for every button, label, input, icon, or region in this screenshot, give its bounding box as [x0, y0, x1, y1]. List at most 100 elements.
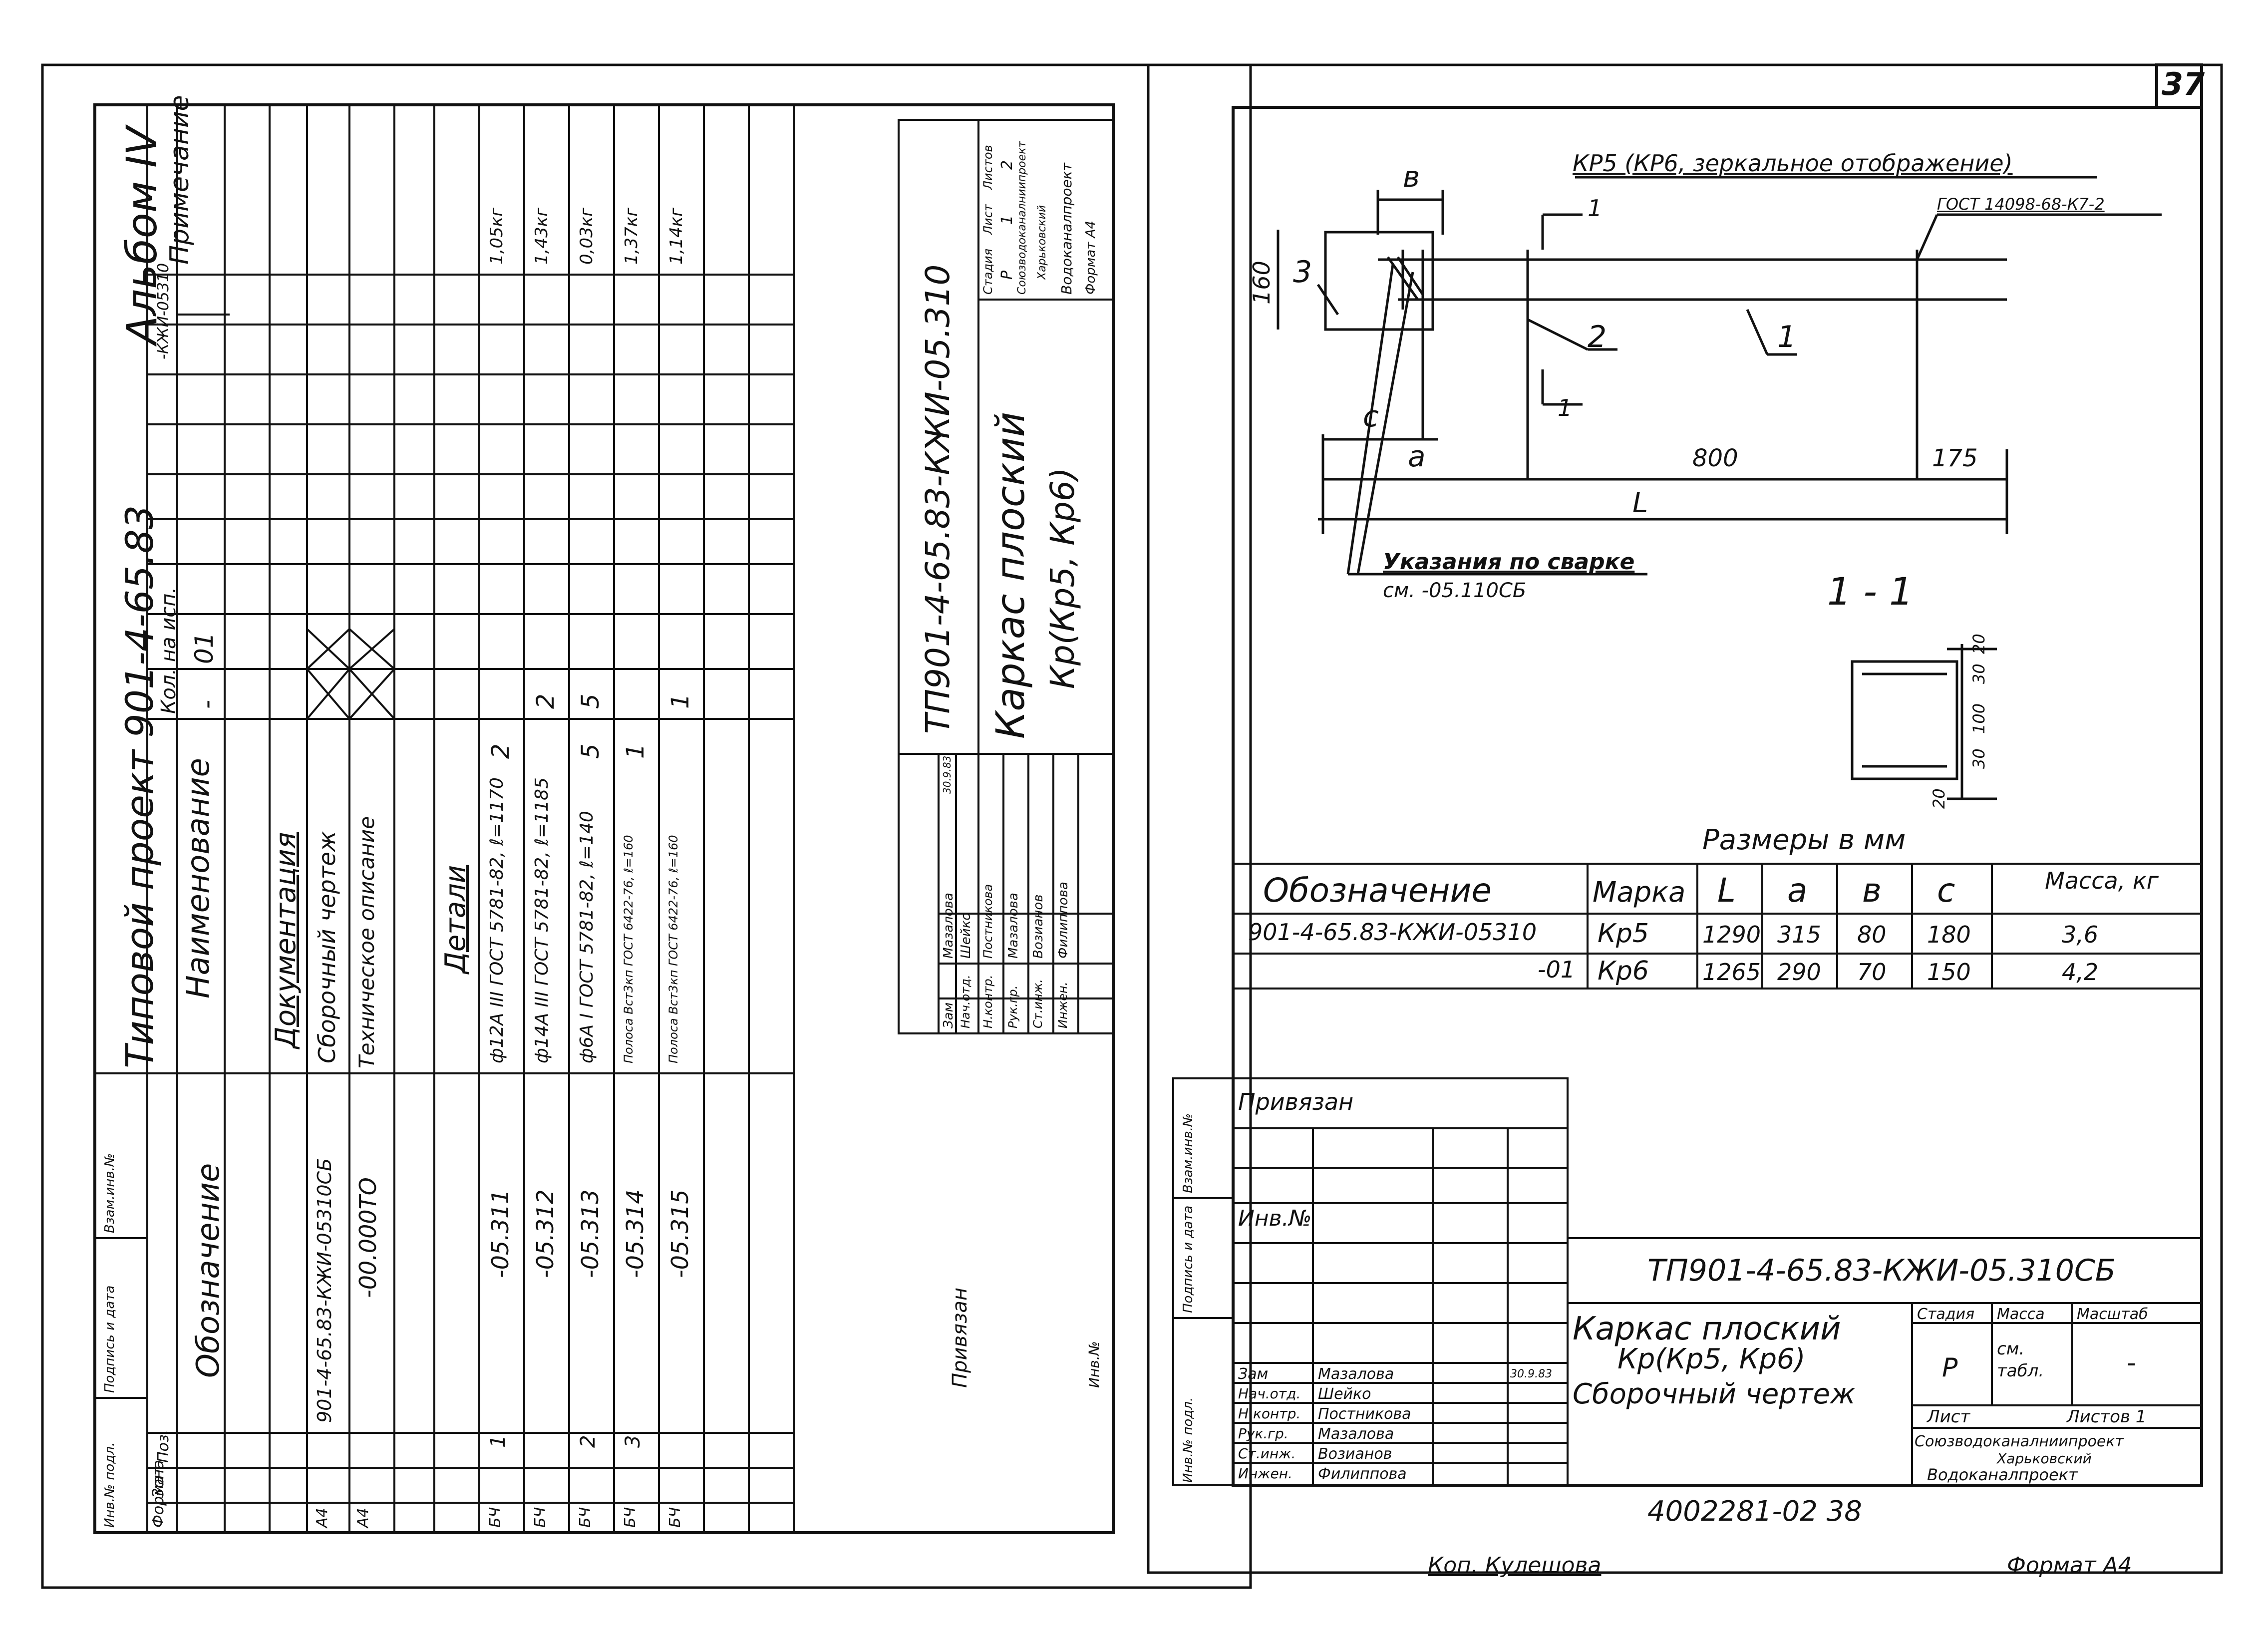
- spec-row-note: 1,05кг: [487, 207, 507, 265]
- left-sig-name: Мазалова: [941, 893, 956, 959]
- spec-row-name: Техническое описание: [354, 816, 379, 1068]
- right-sig-role: Н.контр.: [1238, 1405, 1301, 1422]
- right-stamp-scale: -: [2127, 1348, 2136, 1378]
- spec-row-designation: -05.312: [532, 1189, 559, 1278]
- spec-row-format: А4: [314, 1508, 331, 1528]
- pos-2-label: 2: [1588, 320, 1607, 354]
- right-sig-name: Шейко: [1318, 1385, 1371, 1403]
- right-stamp-col-stage: Стадия: [1917, 1306, 1975, 1323]
- spec-row-name: Полоса Вст3кп ГОСТ 6422-76, ℓ=160: [666, 835, 680, 1063]
- right-stamp-title-3: Сборочный чертеж: [1573, 1378, 1856, 1410]
- spec-row-format: БЧ: [577, 1507, 594, 1528]
- spec-row-designation: -05.314: [622, 1189, 648, 1278]
- col-zone: Зона: [150, 1460, 167, 1498]
- right-stamp-code: ТП901-4-65.83-КЖИ-05.310СБ: [1647, 1253, 2116, 1288]
- left-stamp-sheet: 1: [998, 215, 1016, 225]
- table-cell: 1290: [1702, 921, 1761, 948]
- dim-175: 175: [1932, 444, 1978, 472]
- table-header: Марка: [1593, 876, 1686, 909]
- right-stamp-mass: см. табл.: [1997, 1339, 2044, 1381]
- spec-row-name: ф6А I ГОСТ 5781-82, ℓ=140: [577, 811, 597, 1063]
- spec-row-format: А4: [354, 1508, 372, 1528]
- left-sig-name: Постникова: [981, 884, 995, 959]
- spec-row-designation: 901-4-65.83-КЖИ-05310СБ: [314, 1158, 335, 1423]
- right-sig-role: Ст.инж.: [1238, 1445, 1296, 1462]
- right-sig-name: Постникова: [1318, 1405, 1411, 1423]
- spec-row-name: Сборочный чертеж: [314, 831, 340, 1063]
- spec-row-name: Документация: [270, 832, 302, 1048]
- right-stamp-org-1: Союзводоканалниипроект: [1915, 1433, 2124, 1450]
- right-inv-no: Инв.№: [1238, 1206, 1312, 1231]
- welding-note-1: Указания по сварке: [1383, 549, 1635, 575]
- right-stamp-org-3: Водоканалпроект: [1927, 1465, 2078, 1484]
- sec-dim: 20: [1930, 788, 1948, 809]
- table-cell: Кр5: [1598, 919, 1649, 949]
- left-inv-no: Инв.№: [1086, 1341, 1102, 1388]
- right-side-label: Взам.инв.№: [1181, 1113, 1196, 1193]
- left-stamp-sheets: 2: [998, 160, 1016, 170]
- table-header: а: [1787, 871, 1808, 910]
- table-header: L: [1717, 871, 1736, 910]
- right-stamp-col-mass: Масса: [1997, 1306, 2045, 1323]
- left-sig-role: Нач.отд.: [959, 975, 972, 1028]
- left-sig-name: Мазалова: [1006, 893, 1021, 959]
- right-side-label: Подпись и дата: [1181, 1205, 1196, 1313]
- spec-row-name: Полоса Вст3кп ГОСТ 6422-76, ℓ=160: [622, 835, 636, 1063]
- spec-row-note: 1,37кг: [622, 207, 642, 265]
- dim-L: L: [1632, 487, 1648, 519]
- spec-row-designation: -00.000ТО: [354, 1177, 381, 1298]
- left-stamp-org-3: Водоканалпроект: [1058, 163, 1075, 295]
- table-header: с: [1937, 871, 1955, 910]
- spec-row-note: 0,03кг: [577, 207, 597, 265]
- spec-row-name: ф12А III ГОСТ 5781-82, ℓ=1170: [487, 777, 507, 1063]
- spec-row-designation: -05.315: [666, 1189, 693, 1278]
- table-cell: -01: [1538, 956, 1576, 983]
- right-privyazan: Привязан: [1238, 1088, 1354, 1115]
- gost-callout: ГОСТ 14098-68-К7-2: [1937, 195, 2105, 214]
- copied-by: Коп. Кулешова: [1428, 1553, 1602, 1578]
- archive-number: 4002281-02 38: [1647, 1495, 1862, 1528]
- dim-c: с: [1363, 399, 1379, 433]
- left-stamp-col-sheet: Лист: [981, 204, 995, 235]
- spec-row-pos: 3: [622, 1435, 644, 1448]
- table-cell: 315: [1777, 921, 1821, 948]
- right-stamp-title-2: Кр(Кр5, Кр6): [1617, 1343, 1806, 1375]
- pos-3-label: 3: [1293, 255, 1312, 290]
- table-cell: 150: [1927, 959, 1971, 986]
- table-header: Обозначение: [1263, 871, 1492, 910]
- right-sig-name: Мазалова: [1318, 1425, 1394, 1443]
- spec-row-format: БЧ: [622, 1507, 639, 1528]
- section-mark-top: 1: [1588, 195, 1603, 222]
- right-side-label: Инв.№ подл.: [1181, 1397, 1196, 1483]
- spec-row-format: БЧ: [487, 1507, 504, 1528]
- spec-row-qty-01: 5: [577, 693, 605, 709]
- table-cell: Кр6: [1598, 956, 1649, 986]
- right-sig-name: Возианов: [1318, 1445, 1392, 1463]
- table-header: в: [1862, 871, 1882, 910]
- sec-dim: 30: [1969, 748, 1988, 769]
- left-sig-name: Шейко: [959, 912, 973, 959]
- left-side-label: Взам.инв.№: [102, 1153, 117, 1233]
- sec-dim: 100: [1969, 703, 1988, 734]
- spec-row-format: БЧ: [666, 1507, 684, 1528]
- dim-b: в: [1403, 160, 1420, 194]
- table-cell: 290: [1777, 959, 1821, 986]
- sec-dim: 30: [1969, 663, 1988, 684]
- table-cell: 4,2: [2062, 959, 2099, 986]
- left-stamp-org-1: Союзводоканалниипроект: [1016, 141, 1028, 295]
- left-side-label: Подпись и дата: [102, 1285, 117, 1393]
- left-stamp-org-2: Харьковский: [1036, 205, 1048, 280]
- spec-row-format: БЧ: [532, 1507, 549, 1528]
- dim-a: а: [1408, 439, 1426, 473]
- left-stamp-code: ТП901-4-65.83-КЖИ-05.310: [919, 264, 957, 734]
- col-pos: Поз.: [155, 1429, 172, 1463]
- col-qty-label: Кол. на исп.: [157, 587, 180, 714]
- col-note: Примечание: [165, 95, 195, 265]
- spec-row-note: 1,14кг: [666, 207, 686, 265]
- spec-row-qty-base: 2: [487, 743, 515, 759]
- right-sig-name: Мазалова: [1318, 1365, 1394, 1383]
- right-stamp-stage: Р: [1942, 1353, 1958, 1383]
- table-cell: 80: [1857, 921, 1887, 948]
- spec-row-name: ф14А III ГОСТ 5781-82, ℓ=1185: [532, 777, 552, 1063]
